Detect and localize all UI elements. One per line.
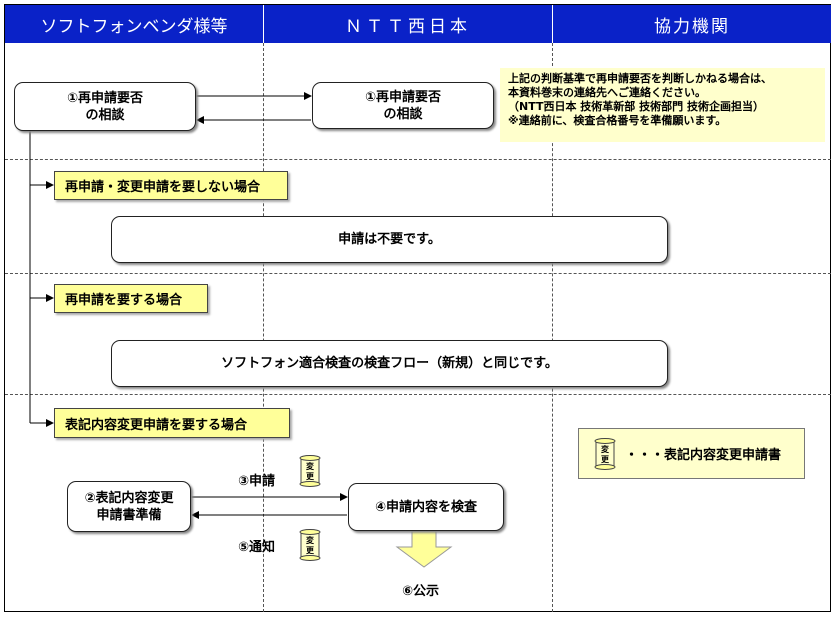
case-label-change: 表記内容変更申請を要する場合 [54,408,290,438]
publish-block-arrow [395,530,453,568]
step-apply-label: ③申請 [238,474,276,489]
document-scroll-icon: 変 更 [299,529,321,561]
scroll-char-1: 変 [601,444,609,454]
row-divider [5,394,831,395]
note-line: 上記の判断基準で再申請要否を判断しかねる場合は、 [508,72,772,85]
ntt-consult-line2: の相談 [383,106,423,122]
document-scroll-icon: 変 更 [594,437,616,470]
vendor-consult-box: ①再申請要否 の相談 [14,82,196,131]
column-header-ntt-west: ＮＴＴ西日本 [264,5,552,43]
column-header-partner: 協力機関 [553,5,831,43]
legend-text: ・・・表記内容変更申請書 [625,448,782,463]
scroll-char-2: 更 [601,454,610,464]
column-divider [263,43,264,612]
note-line: （NTT西日本 技術革新部 技術部門 技術企画担当） [508,100,764,113]
step-notify-label: ⑤通知 [238,540,276,555]
contact-note: 上記の判断基準で再申請要否を判断しかねる場合は、 本資料巻末の連絡先へご連絡くだ… [500,68,825,142]
prepare-line1: ②表記内容変更 [84,490,174,506]
ntt-consult-box: ①再申請要否 の相談 [312,82,494,129]
note-line: 本資料巻末の連絡先へご連絡ください。 [508,86,706,99]
scroll-char-2: 更 [306,545,315,555]
prepare-line2: 申請書準備 [96,507,162,523]
column-divider [552,43,553,612]
case-label-no-reapply: 再申請・変更申請を要しない場合 [54,171,288,200]
scroll-char-1: 変 [306,535,314,545]
scroll-char-2: 更 [306,471,315,481]
no-application-box: 申請は不要です。 [111,216,668,263]
row-divider [5,159,831,160]
inspect-application-box: ④申請内容を検査 [348,483,504,531]
column-header-vendor: ソフトフォンベンダ様等 [5,5,263,43]
step-publish-label: ⑥公示 [402,584,440,599]
same-as-new-flow-box: ソフトフォン適合検査の検査フロー（新規）と同じです。 [111,340,668,387]
vendor-consult-line1: ①再申請要否 [66,90,143,106]
ntt-consult-line1: ①再申請要否 [364,89,441,105]
prepare-change-form-box: ②表記内容変更 申請書準備 [67,481,191,532]
row-divider [5,273,831,274]
document-scroll-icon: 変 更 [299,455,321,487]
legend-box: 変 更 ・・・表記内容変更申請書 [578,428,805,479]
scroll-char-1: 変 [306,461,314,471]
case-label-reapply: 再申請を要する場合 [54,284,208,313]
vendor-consult-line2: の相談 [85,107,125,123]
note-line: ※連絡前に、検査合格番号を準備願います。 [508,114,727,127]
